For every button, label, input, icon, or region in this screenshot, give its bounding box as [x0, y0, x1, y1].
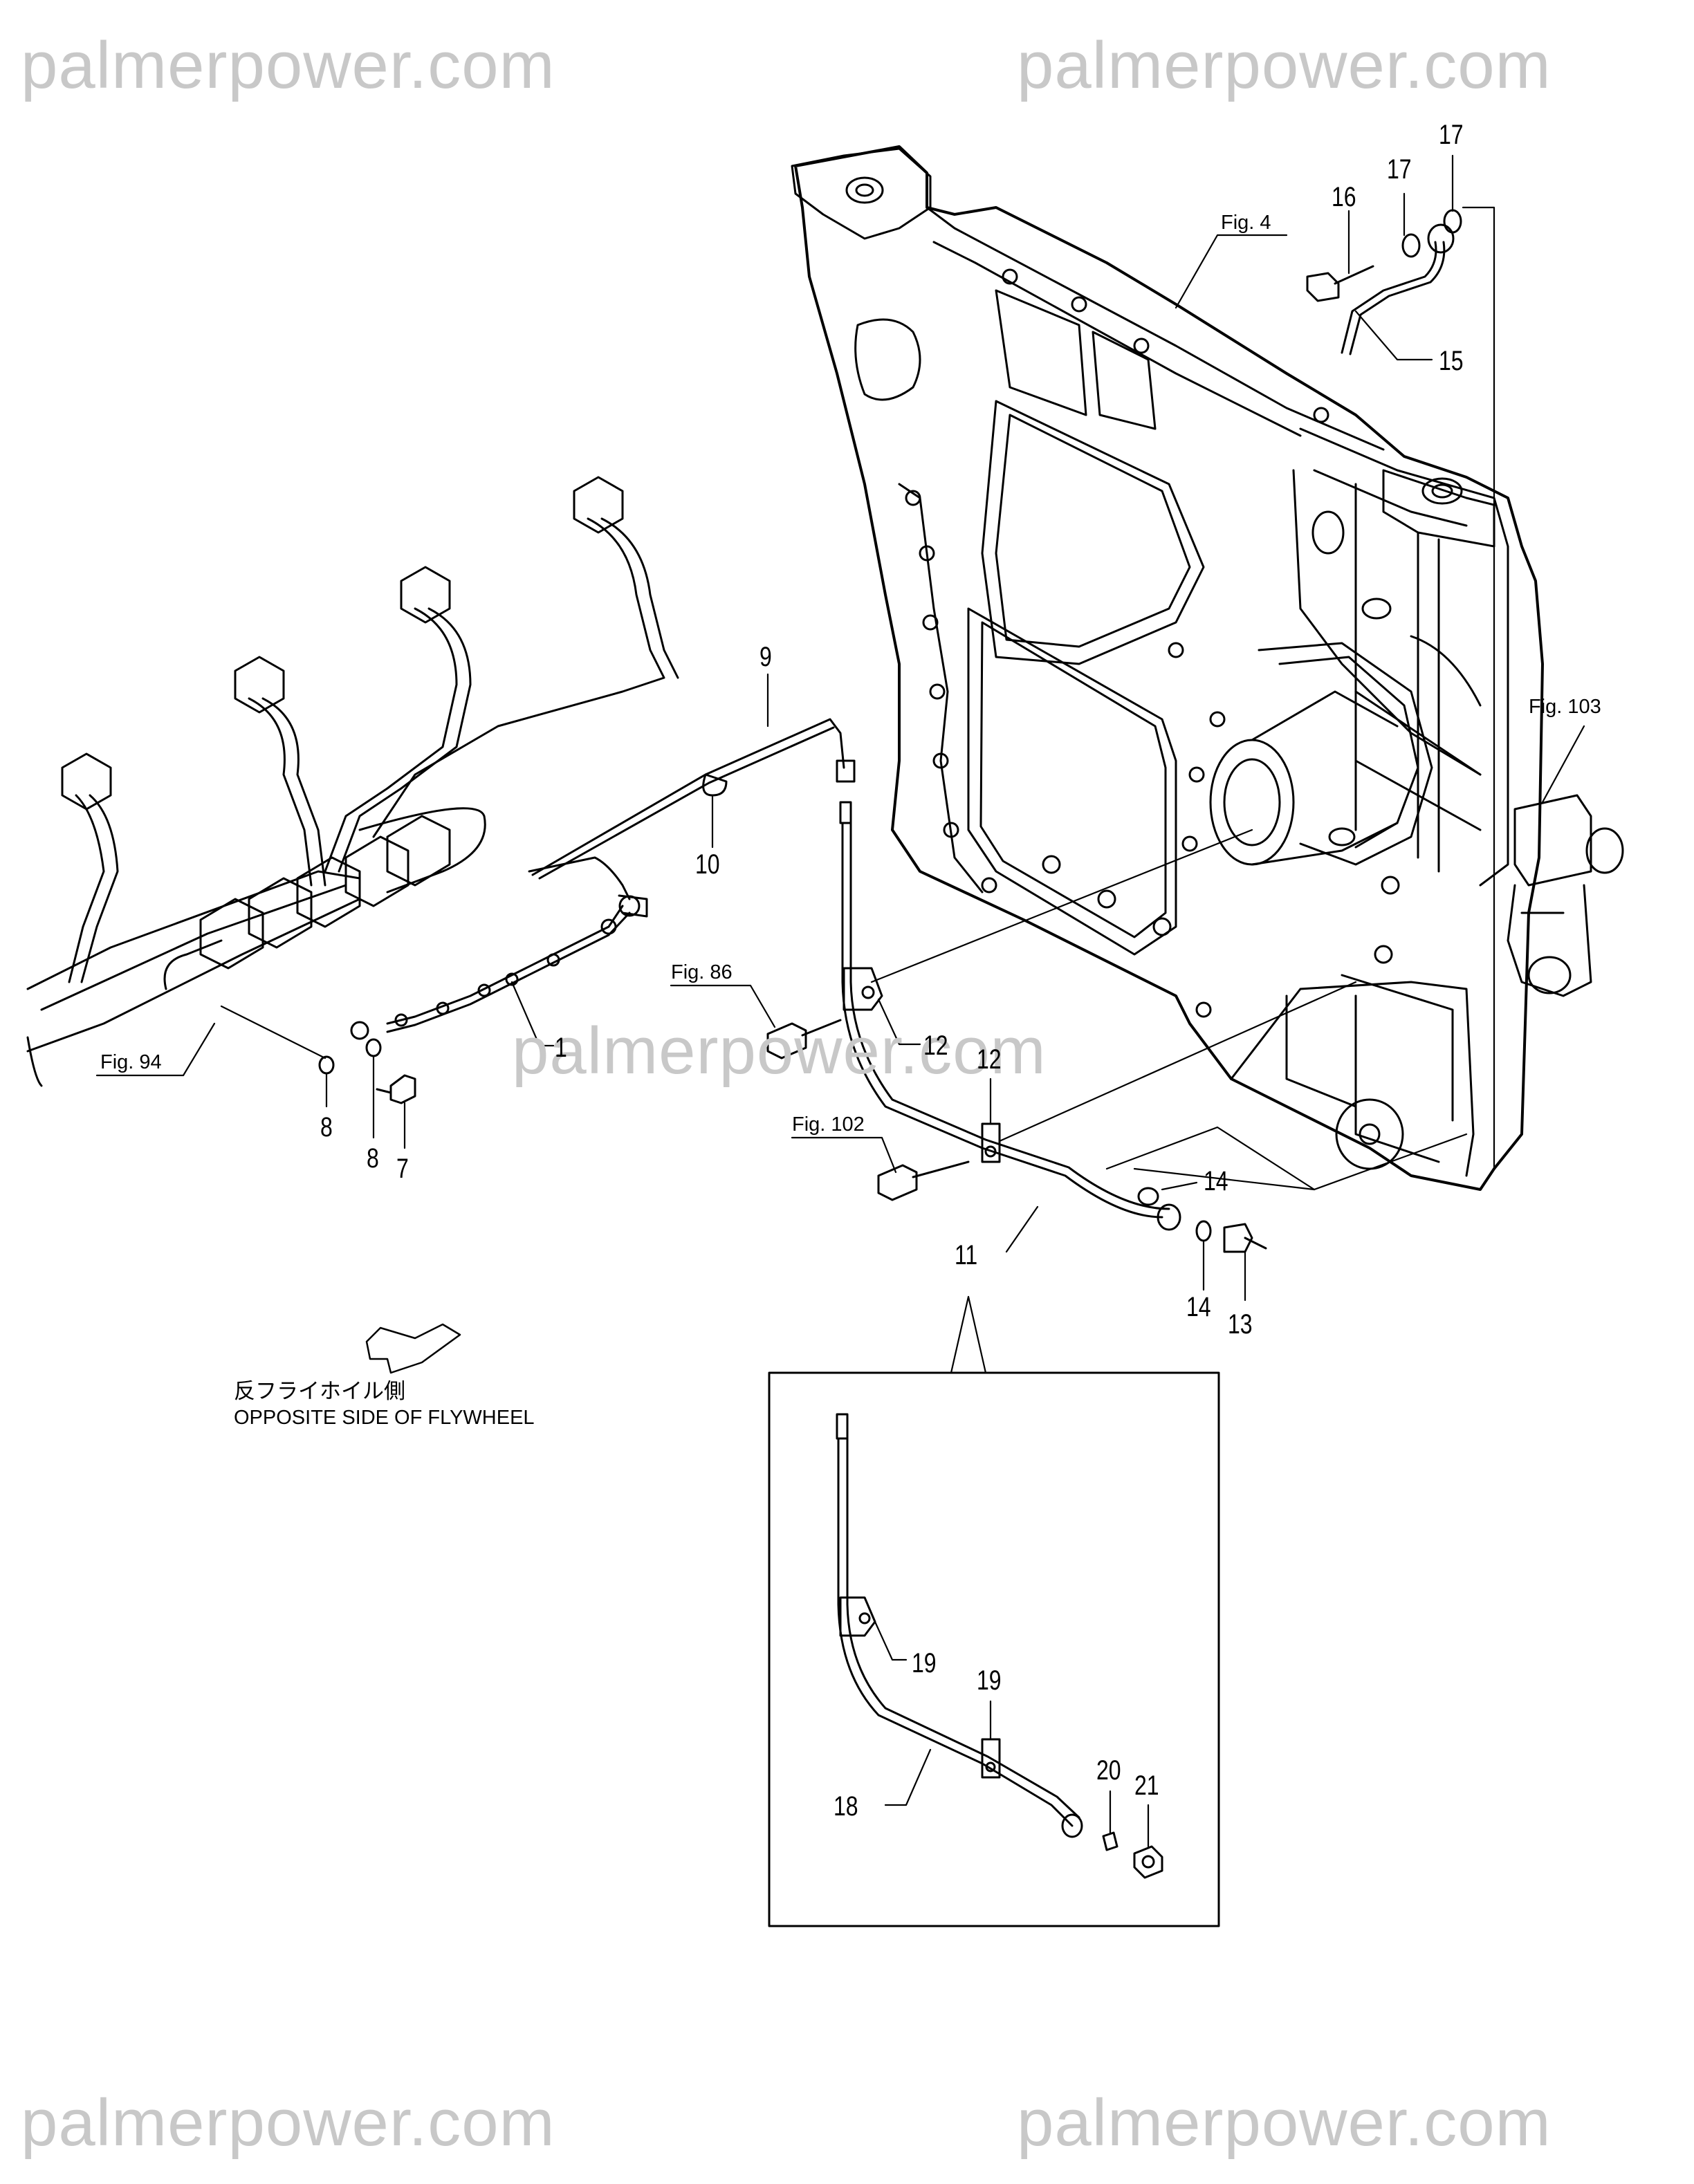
part-18-detail-pipe — [836, 1413, 1163, 1879]
callout-18: 18 — [834, 1791, 858, 1822]
callout-7: 7 — [396, 1154, 409, 1184]
injection-pump-assembly — [26, 476, 679, 1087]
watermark: palmerpower.com — [1017, 28, 1552, 102]
callout-15: 15 — [1439, 346, 1464, 376]
callout-1: 1 — [555, 1033, 567, 1063]
callout-14: 14 — [1186, 1292, 1211, 1322]
leader-lines — [95, 154, 1585, 1374]
callout-9: 9 — [759, 642, 772, 672]
callout-12: 12 — [923, 1030, 948, 1061]
callout-21: 21 — [1134, 1770, 1159, 1801]
callout-17: 17 — [1439, 120, 1464, 150]
callout-12: 12 — [977, 1044, 1002, 1075]
callout-11: 11 — [955, 1240, 978, 1270]
fig-94-reference: Fig. 94 — [100, 1051, 162, 1073]
part-7-8-fittings — [318, 1038, 416, 1104]
direction-note-english: OPPOSITE SIDE OF FLYWHEEL — [234, 1407, 535, 1429]
callout-16: 16 — [1332, 182, 1356, 212]
callout-19: 19 — [912, 1648, 937, 1678]
part-9-pipe — [531, 718, 856, 880]
detail-view-frame — [768, 1371, 1220, 1927]
detail-leader-lines — [874, 1620, 1150, 1848]
callout-8: 8 — [320, 1112, 333, 1142]
callout-20: 20 — [1096, 1755, 1121, 1786]
part-15-16-17-pipe — [1306, 209, 1462, 355]
callout-8: 8 — [367, 1143, 379, 1174]
part-11-pipe — [766, 801, 1181, 1231]
part-1-leak-off-pipe — [350, 856, 648, 1040]
direction-arrow — [365, 1323, 461, 1374]
fig-4-reference: Fig. 4 — [1221, 212, 1271, 234]
fig-102-reference: Fig. 102 — [792, 1113, 865, 1136]
direction-note-japanese: 反フライホイル側 — [234, 1379, 405, 1403]
callout-10: 10 — [695, 849, 720, 880]
watermark: palmerpower.com — [512, 1014, 1047, 1088]
gear-case-housing — [791, 145, 1544, 1191]
watermark: palmerpower.com — [21, 28, 555, 102]
callout-14: 14 — [1204, 1166, 1228, 1196]
watermark: palmerpower.com — [21, 2086, 555, 2160]
fig-103-component — [1507, 794, 1624, 997]
callout-13: 13 — [1228, 1309, 1253, 1340]
fig-103-reference: Fig. 103 — [1529, 696, 1601, 718]
watermark: palmerpower.com — [1017, 2086, 1552, 2160]
fig-86-reference: Fig. 86 — [671, 961, 733, 983]
callout-17: 17 — [1387, 154, 1412, 185]
callout-19: 19 — [977, 1665, 1002, 1696]
